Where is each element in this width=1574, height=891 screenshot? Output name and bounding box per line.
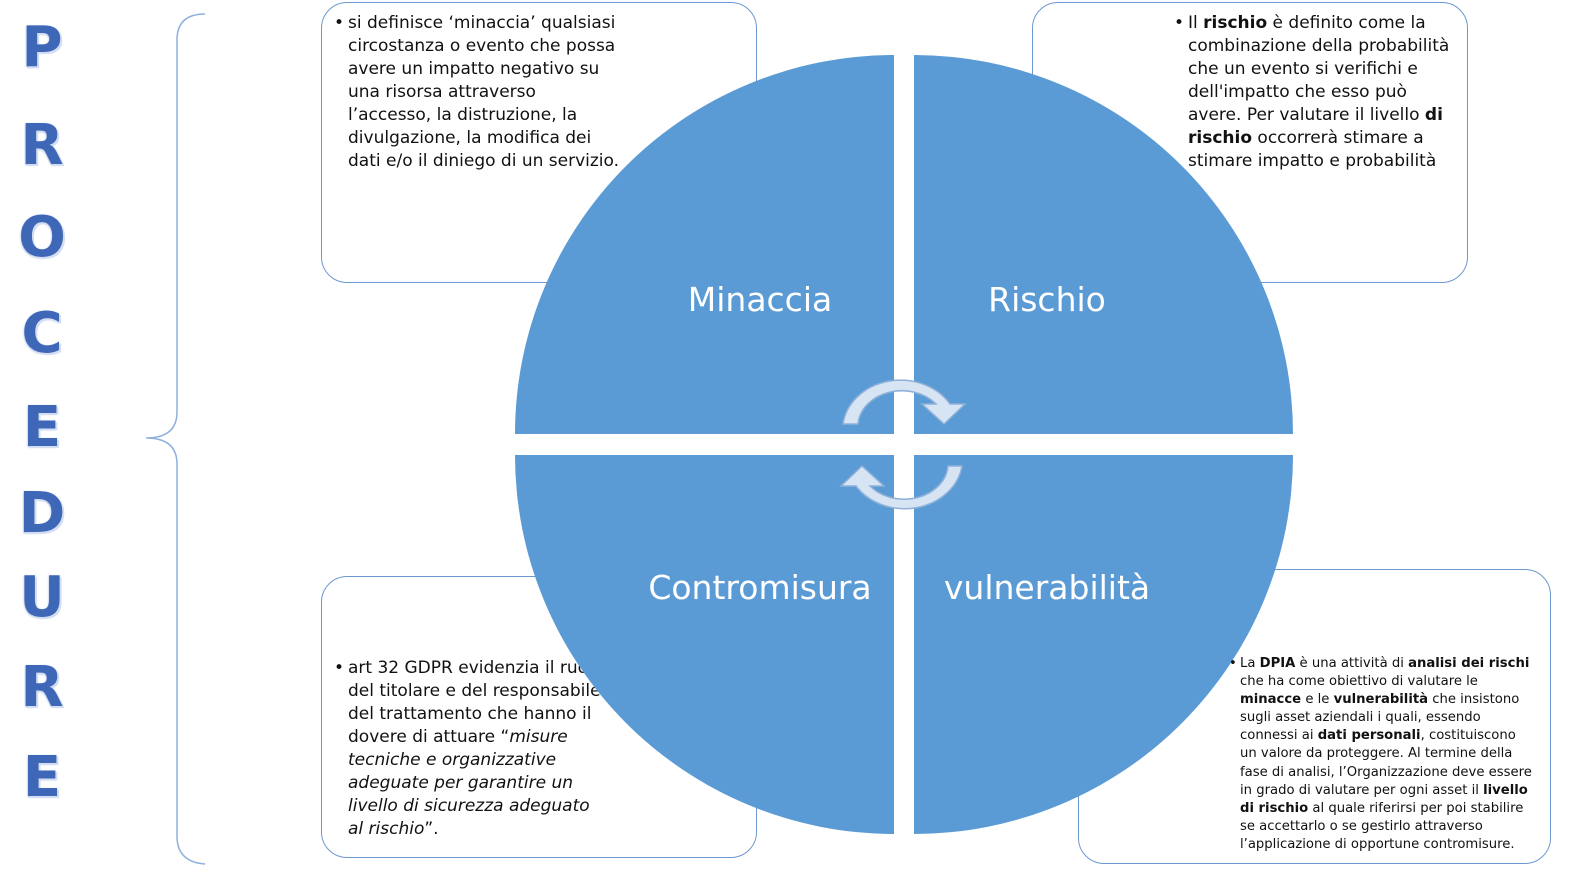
title-letter-8: R — [20, 655, 64, 720]
text-run: è una attività di — [1295, 656, 1409, 671]
curly-brace — [145, 13, 206, 865]
text-run: che insistono sugli asset aziendali i qu… — [1240, 692, 1520, 744]
text-rischio: •Il rischio è definito come la combinazi… — [1174, 13, 1450, 171]
label-rischio: Rischio — [988, 280, 1106, 319]
title-letter-9: E — [22, 745, 62, 810]
title-letter-1: P — [21, 15, 63, 80]
cycle-arrow-top-icon — [842, 379, 967, 426]
cycle-arrow-bottom-icon — [839, 464, 963, 510]
title-letter-2: R — [20, 113, 64, 178]
text-run: , costituiscono un valore da proteggere.… — [1240, 728, 1532, 798]
text-run: vulnerabilità — [1333, 692, 1429, 708]
label-minaccia: Minaccia — [687, 280, 833, 319]
text-run: Il — [1188, 13, 1204, 33]
label-contromisura: Contromisura — [648, 568, 872, 607]
text-run: dati personali — [1317, 728, 1421, 744]
text-run: DPIA — [1259, 656, 1296, 671]
text-run: che ha come obiettivo di valutare le — [1240, 674, 1478, 690]
text-run: di rischio — [1188, 105, 1443, 148]
quadrant-rischio — [914, 55, 1293, 434]
text-run: e le — [1301, 692, 1334, 708]
label-vulnerabilita: vulnerabilità — [943, 568, 1151, 607]
text-run: analisi dei rischi — [1408, 656, 1530, 671]
title-letter-5: E — [22, 395, 62, 460]
text-run: rischio — [1203, 13, 1268, 33]
quadrant-vulnerabilita — [914, 455, 1293, 834]
quadrant-minaccia — [515, 55, 894, 434]
title-letter-3: O — [18, 205, 66, 270]
text-run: occorrerà stimare a stimare impatto e pr… — [1188, 128, 1437, 171]
title-letter-6: D — [18, 481, 66, 546]
text-vulnerabilita: •La DPIA è una attività di analisi dei r… — [1229, 656, 1532, 852]
text-run: livello di rischio — [1240, 782, 1528, 816]
title-letter-7: U — [19, 565, 65, 630]
vertical-title: P R O C E D U R E — [0, 18, 84, 838]
text-run: La — [1240, 656, 1260, 671]
text-run: al quale riferirsi per poi stabilire se … — [1240, 800, 1524, 852]
title-letter-4: C — [21, 301, 63, 366]
text-run: è definito come la combinazione della pr… — [1188, 13, 1450, 125]
text-run: minacce — [1240, 692, 1302, 708]
quadrant-contromisura — [515, 455, 894, 834]
